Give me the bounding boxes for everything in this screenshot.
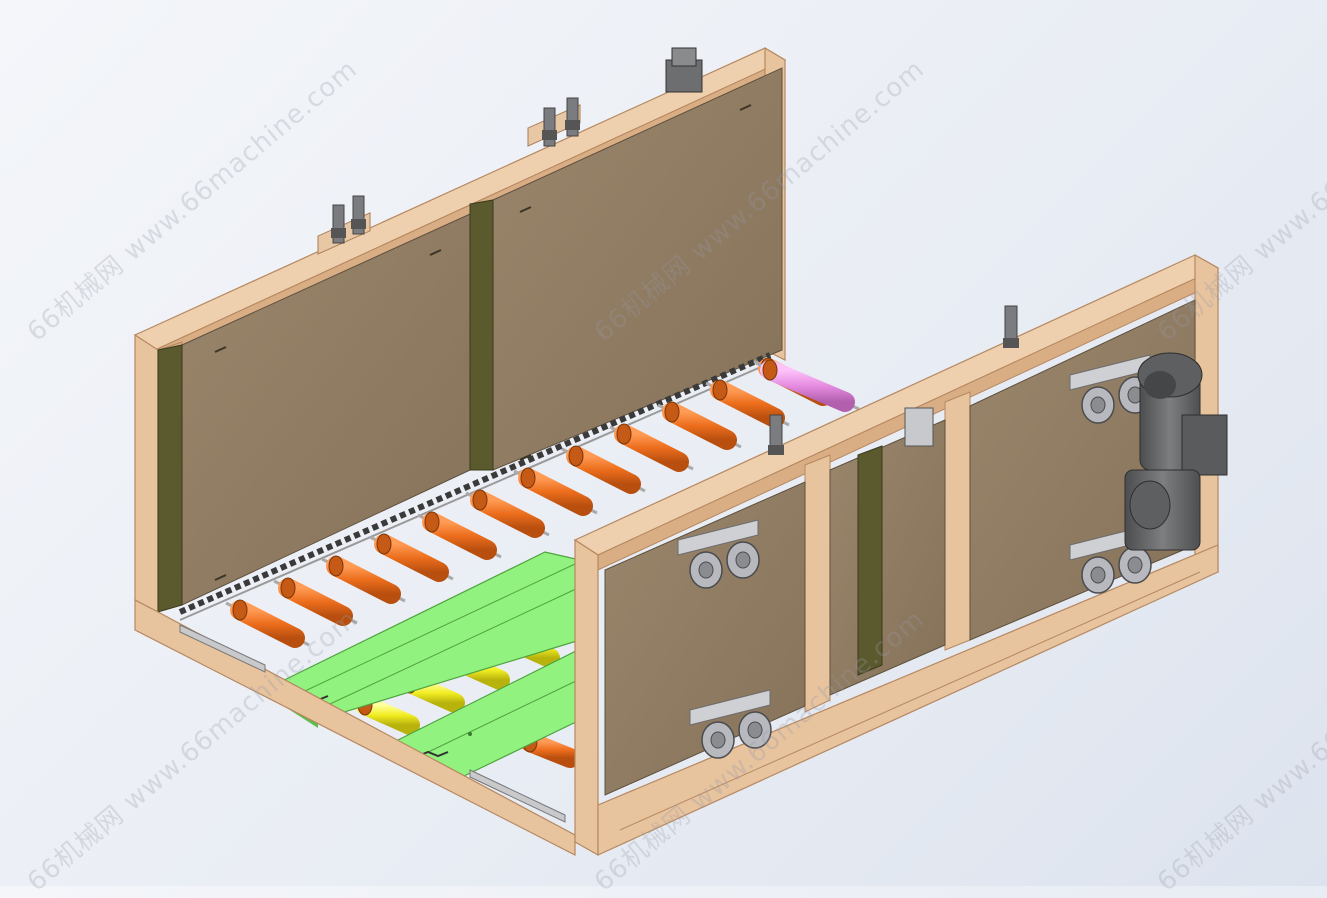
roller-orange	[273, 577, 358, 626]
guide-wheel-assembly	[677, 519, 760, 589]
front-panel-mid	[829, 419, 946, 696]
guide-wheel-assembly	[1069, 524, 1152, 594]
roller-orange	[369, 533, 454, 582]
roller-orange	[513, 467, 598, 516]
back-panel-right	[469, 67, 783, 471]
gear-motor	[1124, 352, 1228, 551]
guide-wheel-assembly	[689, 689, 772, 759]
roller-orange	[417, 511, 502, 560]
roller-orange	[609, 423, 694, 472]
top-adjust-bolts	[317, 47, 703, 255]
roller-orange	[321, 555, 406, 604]
roller-orange	[561, 445, 646, 494]
guide-wheels	[677, 354, 1152, 759]
roller-orange	[225, 599, 310, 648]
front-adjust-bolts	[768, 305, 1019, 455]
roller-orange	[657, 401, 742, 450]
roller-pink	[755, 359, 860, 412]
base-frame	[134, 599, 576, 856]
roller-orange	[465, 489, 550, 538]
